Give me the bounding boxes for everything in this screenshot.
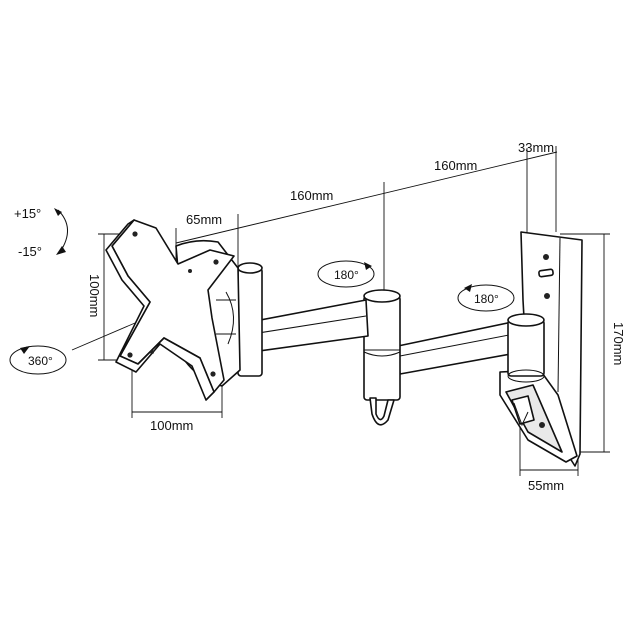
- swivel-wall-label: 180°: [474, 292, 499, 306]
- arm1-length-label: 160mm: [290, 188, 333, 203]
- depth-65-label: 65mm: [186, 212, 222, 227]
- vesa-hole-top-right: [213, 259, 219, 265]
- wall-plate-slot: [538, 268, 554, 278]
- vesa-hole-top-left: [132, 231, 138, 237]
- arm-wall-side: [397, 313, 545, 383]
- tilt-down-label: -15°: [18, 244, 42, 259]
- rotate-360-label: 360°: [28, 354, 53, 368]
- height-170-label: 170mm: [611, 322, 626, 365]
- depth-33-label: 33mm: [518, 140, 554, 155]
- vesa-plate: [105, 219, 235, 401]
- width-55-label: 55mm: [528, 478, 564, 493]
- labels: +15° -15° 360° 180° 180° 100mm 100mm 65m…: [14, 140, 626, 493]
- plate-width-label: 100mm: [150, 418, 193, 433]
- wall-plate-hole-bottom: [544, 293, 550, 299]
- swivel-mid-ellipse: [317, 260, 375, 288]
- rotate-360-ellipse: [9, 345, 67, 375]
- tilt-arrow-icon: [54, 208, 68, 255]
- mid-joint: [363, 289, 401, 426]
- arm-tv-side: [237, 262, 369, 377]
- vesa-hole-bottom-left: [127, 352, 133, 358]
- tilt-up-label: +15°: [14, 206, 41, 221]
- hook: [369, 397, 395, 426]
- swivel-mid-label: 180°: [334, 268, 359, 282]
- plate-height-label: 100mm: [87, 274, 102, 317]
- wall-bracket: [499, 369, 578, 463]
- swivel-wall-ellipse: [457, 284, 515, 312]
- wall-plate-hole-top: [543, 254, 549, 260]
- vesa-hole-bottom-right: [210, 371, 216, 377]
- arm2-length-label: 160mm: [434, 158, 477, 173]
